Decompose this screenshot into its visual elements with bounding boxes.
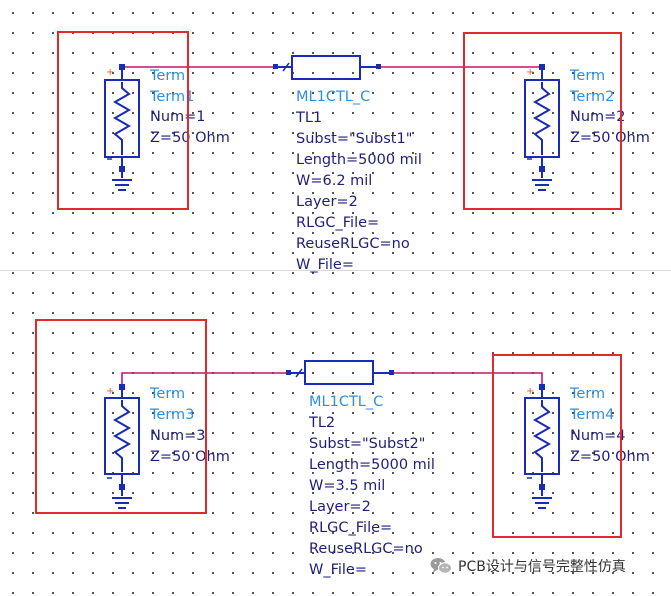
term3-z-param: Z=50 Ohm (150, 449, 230, 465)
tl1-subst-param: Subst="Subst1" (296, 131, 413, 147)
tl1-model-label: ML1CTL_C (296, 89, 371, 105)
term1-symbol[interactable]: + (104, 64, 140, 191)
term1-name-label: Term1 (150, 89, 195, 105)
term2-type-label: Term (570, 68, 606, 84)
tl1-rlgc-file-param: RLGC_File= (296, 215, 380, 231)
term4-num-param: Num=4 (570, 428, 626, 444)
term2-num-param: Num=2 (570, 109, 626, 125)
wire-net-4[interactable] (391, 372, 543, 385)
tl2-layer-param: Layer=2 (309, 499, 371, 515)
highlight-box-term2 (463, 32, 622, 210)
term3-type-label: Term (150, 386, 186, 402)
term4-symbol[interactable]: + (524, 384, 560, 509)
tl2-subst-param: Subst="Subst2" (309, 436, 426, 452)
watermark-text: PCB设计与信号完整性仿真 (458, 559, 626, 575)
wechat-icon (430, 558, 452, 574)
term2-symbol[interactable]: + (524, 64, 560, 191)
highlight-box-term4 (492, 354, 622, 538)
tl1-length-param: Length=5000 mil (296, 152, 422, 168)
term2-name-label: Term2 (570, 89, 615, 105)
tl2-model-label: ML1CTL_C (309, 394, 384, 410)
svg-text:+: + (106, 386, 114, 397)
tl2-rlgc-file-param: RLGC_File= (309, 520, 393, 536)
wire-net-3[interactable] (121, 372, 289, 385)
tl2-w-file-param: W_File= (309, 562, 367, 578)
term4-name-label: Term4 (570, 407, 615, 423)
tl2-width-param: W=3.5 mil (309, 478, 386, 494)
tl1-w-file-param: W_File= (296, 257, 354, 273)
highlight-box-term1 (57, 31, 189, 210)
tl2-name-label: TL2 (309, 415, 336, 431)
term2-z-param: Z=50 Ohm (570, 130, 650, 146)
term4-z-param: Z=50 Ohm (570, 449, 650, 465)
term3-num-param: Num=3 (150, 428, 206, 444)
term3-symbol[interactable]: + (104, 384, 140, 509)
term1-num-param: Num=1 (150, 109, 206, 125)
section-divider (0, 270, 671, 271)
transmission-line-tl2[interactable] (286, 360, 394, 385)
tl1-layer-param: Layer=2 (296, 194, 358, 210)
term4-type-label: Term (570, 386, 606, 402)
highlight-box-term3 (35, 319, 207, 514)
tl1-reuse-rlgc-param: ReuseRLGC=no (296, 236, 410, 252)
tl2-reuse-rlgc-param: ReuseRLGC=no (309, 541, 423, 557)
tl2-length-param: Length=5000 mil (309, 457, 435, 473)
tl1-name-label: TL1 (296, 110, 323, 126)
svg-text:+: + (526, 386, 534, 397)
svg-text:+: + (526, 67, 534, 78)
term3-name-label: Term3 (150, 407, 195, 423)
circuit-2: + + (104, 360, 560, 509)
transmission-line-tl1[interactable] (273, 55, 381, 80)
term1-z-param: Z=50 Ohm (150, 130, 230, 146)
circuit-1: + + (104, 55, 560, 191)
tl1-width-param: W=6.2 mil (296, 173, 373, 189)
svg-text:+: + (106, 67, 114, 78)
term1-type-label: Term (150, 68, 186, 84)
watermark: PCB设计与信号完整性仿真 (430, 556, 626, 576)
